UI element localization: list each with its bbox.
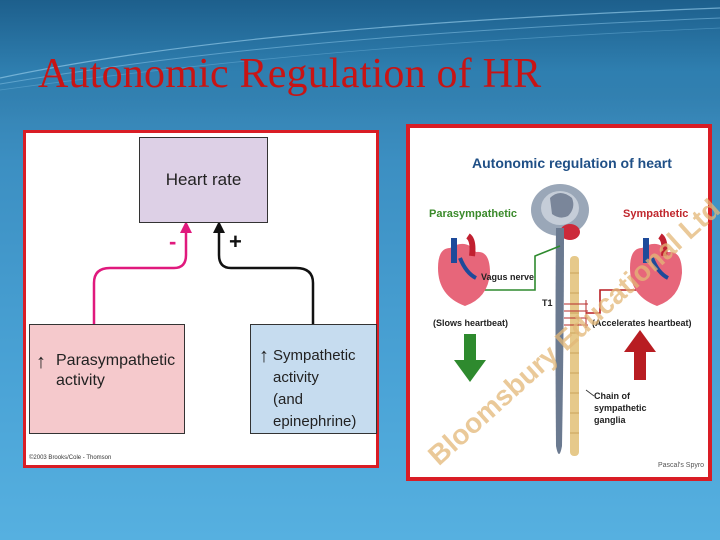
symp-line-1: Sympathetic bbox=[273, 347, 356, 364]
up-arrow-icon: ↑ bbox=[259, 345, 269, 367]
title-band bbox=[0, 0, 720, 120]
sympathetic-excite-arrow bbox=[217, 231, 315, 324]
anatomy-illustration bbox=[438, 184, 682, 456]
para-line-2: activity bbox=[56, 372, 105, 389]
chain-line-3: ganglia bbox=[594, 415, 626, 425]
symp-line-2: activity bbox=[273, 369, 319, 386]
vagus-nerve-path bbox=[462, 245, 561, 291]
minus-sign: - bbox=[169, 229, 177, 254]
spinal-cord bbox=[555, 228, 564, 454]
parasympathetic-inhibit-arrow bbox=[92, 231, 188, 324]
credit-label: Pascal's Spyro bbox=[658, 462, 705, 469]
chain-line-2: sympathetic bbox=[594, 403, 647, 413]
symp-line-3: (and epinephrine) bbox=[273, 391, 357, 430]
para-line-1: Parasympathetic bbox=[56, 352, 176, 369]
left-heart-icon bbox=[438, 233, 490, 306]
vagus-nerve-label: Vagus nerve bbox=[481, 272, 535, 282]
t1-label: T1 bbox=[542, 298, 553, 308]
parasympathetic-box: ↑ Parasympathetic activity bbox=[29, 324, 185, 434]
heart-rate-regulation-diagram: Heart rate - + ↑ Parasympathetic activit… bbox=[23, 130, 379, 468]
sympathetic-box: ↑ Sympathetic activity (and epinephrine) bbox=[250, 324, 377, 434]
vertebral-column bbox=[570, 256, 579, 456]
accelerates-heartbeat-label: (Accelerates heartbeat) bbox=[592, 318, 692, 328]
background-swoosh bbox=[0, 7, 720, 91]
autonomic-heart-illustration: Autonomic regulation of heart Parasympat… bbox=[406, 124, 720, 481]
slows-heartbeat-label: (Slows heartbeat) bbox=[433, 318, 509, 328]
heart-rate-label: Heart rate bbox=[165, 170, 242, 189]
down-arrow-icon bbox=[454, 334, 486, 382]
sympathetic-nerve-path bbox=[586, 289, 642, 314]
up-arrow-icon bbox=[624, 330, 656, 380]
parasympathetic-label: Parasympathetic bbox=[429, 208, 518, 220]
magenta-arrowhead bbox=[180, 221, 192, 233]
illustration-title: Autonomic regulation of heart bbox=[472, 155, 672, 171]
brainstem-highlight bbox=[560, 224, 580, 240]
chain-line-1: Chain of bbox=[594, 391, 630, 401]
chain-ganglia-label: Chain of sympathetic ganglia bbox=[594, 390, 647, 426]
sympathetic-ganglia bbox=[564, 300, 588, 328]
black-arrowhead bbox=[213, 221, 225, 233]
slide-title: Autonomic Regulation of HR bbox=[38, 51, 542, 97]
sympathetic-label: Sympathetic bbox=[623, 208, 689, 220]
connector-arrows bbox=[92, 221, 315, 324]
heart-rate-box: Heart rate bbox=[139, 137, 268, 223]
right-heart-icon bbox=[630, 233, 682, 306]
up-arrow-icon: ↑ bbox=[36, 351, 46, 373]
plus-sign: + bbox=[229, 229, 242, 254]
copyright-note: ©2003 Brooks/Cole - Thomson bbox=[29, 455, 112, 461]
